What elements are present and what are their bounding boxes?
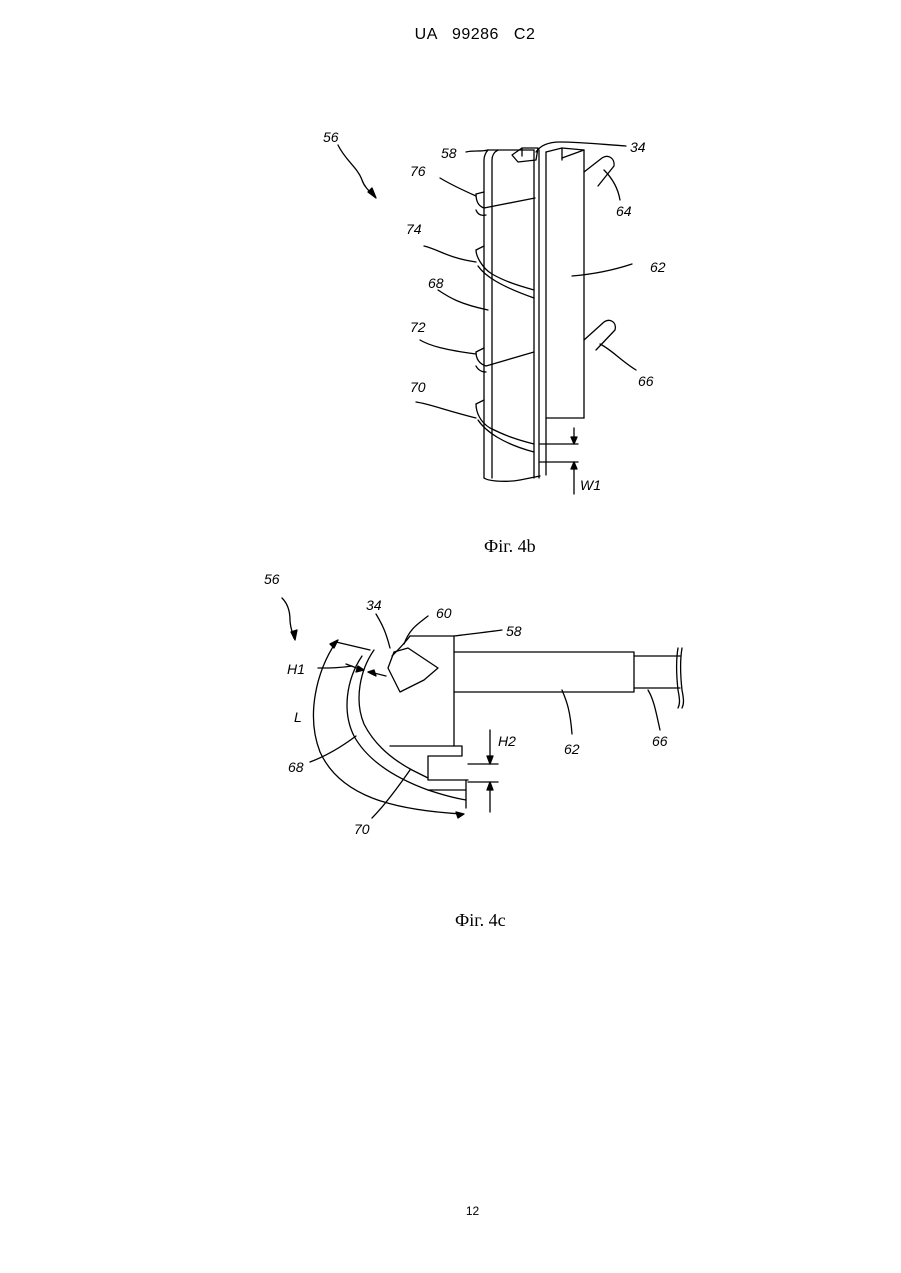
label-56: 56 bbox=[323, 129, 339, 145]
label-68: 68 bbox=[288, 759, 304, 775]
label-66: 66 bbox=[638, 373, 654, 389]
label-62: 62 bbox=[650, 259, 666, 275]
figure-4b-drawing bbox=[338, 142, 636, 494]
label-66: 66 bbox=[652, 733, 668, 749]
label-60: 60 bbox=[436, 605, 452, 621]
label-56: 56 bbox=[264, 571, 280, 587]
label-70: 70 bbox=[410, 379, 426, 395]
figure-4b-caption: Фіг. 4b bbox=[484, 536, 536, 557]
figure-4c-caption: Фіг. 4c bbox=[455, 910, 506, 931]
label-58: 58 bbox=[441, 145, 457, 161]
label-64: 64 bbox=[616, 203, 632, 219]
figure-4c-drawing bbox=[282, 598, 684, 818]
label-72: 72 bbox=[410, 319, 426, 335]
label-70: 70 bbox=[354, 821, 370, 837]
label-34: 34 bbox=[630, 139, 646, 155]
label-l: L bbox=[294, 709, 302, 725]
label-68: 68 bbox=[428, 275, 444, 291]
label-76: 76 bbox=[410, 163, 426, 179]
label-74: 74 bbox=[406, 221, 422, 237]
label-58: 58 bbox=[506, 623, 522, 639]
label-62: 62 bbox=[564, 741, 580, 757]
label-h1: H1 bbox=[287, 661, 305, 677]
label-w1: W1 bbox=[580, 477, 601, 493]
label-h2: H2 bbox=[498, 733, 516, 749]
label-34: 34 bbox=[366, 597, 382, 613]
page-number: 12 bbox=[0, 1204, 901, 1218]
